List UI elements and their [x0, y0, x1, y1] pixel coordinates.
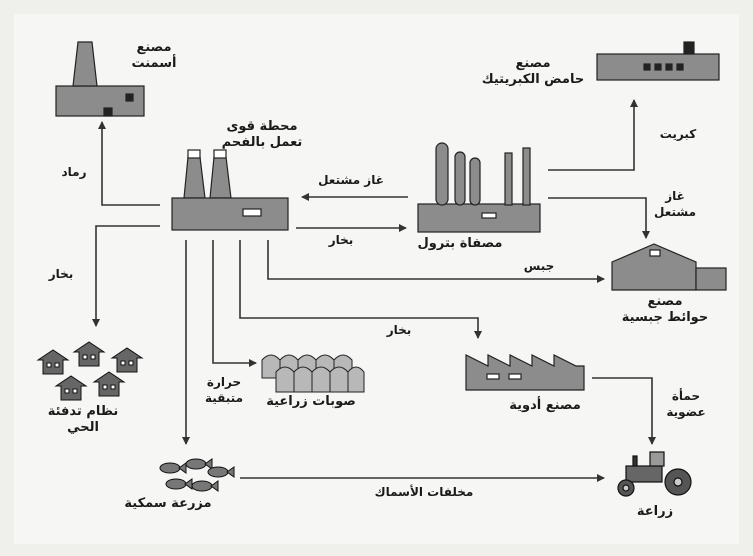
power-station-icon: [171, 149, 289, 231]
label-steam-refinery: بخار: [328, 233, 354, 247]
arrow-ash: [98, 121, 160, 206]
label-gypsum: جبس: [523, 259, 555, 273]
label-greenhouses: صوبات زراعية: [266, 394, 356, 409]
arrow-steam-pharma: [239, 240, 482, 339]
pharma-factory-icon: [465, 354, 585, 391]
label-fish-farm: مزرعة سمكية: [124, 496, 212, 511]
arrow-sludge: [592, 377, 656, 445]
label-steam-houses: بخار: [48, 267, 74, 281]
label-oil-refinery: مصفاة بترول: [417, 236, 503, 251]
district-houses-icon: [36, 341, 144, 401]
label-pharma-factory: مصنع أدوية: [509, 398, 581, 413]
label-steam-pharma: بخار: [386, 323, 412, 337]
gypsum-factory-icon: [611, 243, 727, 291]
arrow-gas-gypsum: [548, 197, 650, 239]
greenhouses-icon: [261, 354, 365, 393]
arrow-sulfur: [548, 99, 638, 171]
arrow-waste-heat: [212, 240, 257, 367]
label-sulfur: كبريت: [659, 127, 697, 141]
tractor-icon: [617, 451, 692, 497]
label-agriculture: زراعة: [636, 504, 674, 519]
oil-refinery-icon: [417, 142, 541, 233]
arrow-steam-houses: [92, 225, 160, 327]
sulfuric-factory-icon: [596, 41, 720, 81]
label-flare-gas: غاز مشتعل: [318, 173, 384, 187]
label-fish-waste: مخلفات الأسماك: [374, 485, 474, 499]
label-ash: رماد: [61, 165, 87, 179]
fish-icon: [159, 458, 235, 492]
cement-factory-icon: [55, 41, 145, 117]
arrow-gypsum: [267, 240, 605, 283]
